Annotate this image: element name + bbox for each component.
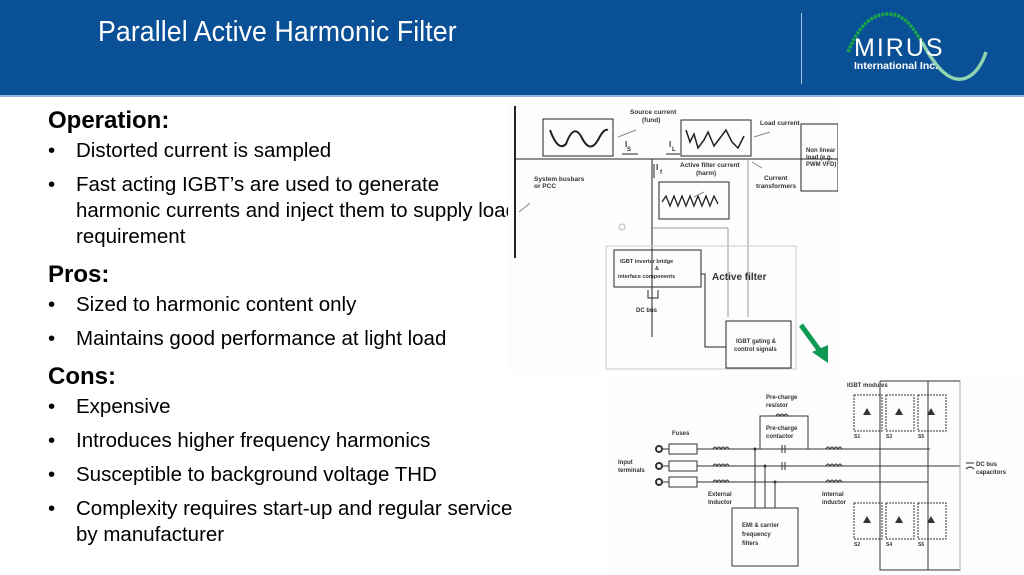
bullet-item: Susceptible to background voltage THD (48, 462, 518, 488)
section-cons: Cons: Expensive Introduces higher freque… (48, 360, 518, 548)
label-il: I (669, 140, 671, 149)
section-heading: Pros: (48, 261, 110, 288)
label-harm: (harm) (696, 170, 716, 177)
label-active-filter: Active filter (712, 272, 767, 283)
label-switch: S1 (854, 434, 860, 440)
bullet-item: Complexity requires start-up and regular… (48, 496, 518, 548)
label-precharge-resistor-2: resistor (766, 403, 789, 409)
label-switch: S5 (918, 434, 924, 440)
label-igbt-bridge-2: & (655, 266, 659, 272)
label-emi-filters-3: filters (742, 541, 759, 547)
label-load-current: Load current (760, 120, 801, 127)
logo-wordmark: MIRUS (854, 34, 945, 62)
slide-body-text: Operation: Distorted current is sampled … (48, 104, 518, 556)
section-heading: Operation: (48, 107, 170, 134)
label-precharge-contactor: Pre-charge (766, 426, 798, 432)
label-nonlinear-load-2: load (e.g. (806, 155, 833, 161)
label-dc-bus-capacitors: DC bus (976, 462, 998, 468)
mirus-logo: MIRUS International Inc. (840, 8, 1000, 88)
label-control-signals: control signals (734, 347, 777, 353)
section-operation: Operation: Distorted current is sampled … (48, 104, 518, 250)
logo-subtitle: International Inc. (854, 60, 939, 72)
section-heading: Cons: (48, 363, 116, 390)
label-is-sub: S (627, 147, 631, 153)
label-input-terminals: Input (618, 460, 633, 466)
label-internal-inductor: Internal (822, 492, 844, 498)
label-external-inductor: External (708, 492, 732, 498)
label-emi-filters: EMI & carrier (742, 523, 780, 529)
label-il-sub: L (672, 147, 676, 153)
label-emi-filters-2: frequency (742, 532, 771, 538)
slide-title: Parallel Active Harmonic Filter (98, 16, 457, 48)
label-precharge-resistor: Pre-charge (766, 395, 798, 401)
label-current-transformers: Current (764, 175, 788, 182)
label-active-filter-current: Active filter current (680, 162, 740, 169)
label-input-terminals-2: terminals (618, 468, 645, 474)
bullet-item: Distorted current is sampled (48, 138, 518, 164)
label-external-inductor-2: Inductor (708, 500, 733, 506)
bullet-item: Expensive (48, 394, 518, 420)
down-right-arrow-icon (798, 323, 828, 363)
label-nonlinear-load: Non linear (806, 148, 836, 154)
label-dc-bus: DC bus (636, 308, 658, 314)
bullet-item: Maintains good performance at light load (48, 326, 518, 352)
label-dc-bus-capacitors-2: capacitors (976, 470, 1007, 476)
label-system-busbars: System busbars (534, 176, 585, 183)
bullet-item: Sized to harmonic content only (48, 292, 518, 318)
label-or-pcc: or PCC (534, 183, 556, 190)
label-is: I (625, 140, 627, 149)
label-transformers: transformers (756, 183, 796, 190)
section-pros: Pros: Sized to harmonic content only Mai… (48, 258, 518, 352)
bullet-item: Introduces higher frequency harmonics (48, 428, 518, 454)
label-fuses: Fuses (672, 431, 690, 437)
active-filter-block-diagram: Source current (fund) Load current I S I… (508, 102, 838, 372)
label-switch: S3 (886, 434, 892, 440)
slide-header: Parallel Active Harmonic Filter MIRUS In… (0, 0, 1024, 97)
label-precharge-contactor-2: contactor (766, 434, 794, 440)
bullet-item: Fast acting IGBT’s are used to generate … (48, 172, 518, 250)
label-internal-inductor-2: inductor (822, 500, 847, 506)
label-switch: S2 (854, 542, 860, 548)
label-if-sub: f (660, 170, 663, 176)
label-switch: S4 (886, 542, 892, 548)
label-source-current: Source current (630, 109, 677, 116)
label-igbt-bridge-3: interface components (618, 274, 675, 280)
label-switch: S6 (918, 542, 924, 548)
label-igbt-modules: IGBT modules (847, 383, 888, 389)
logo-wave-icon (846, 12, 988, 81)
label-igbt-gating: IGBT gating & (736, 339, 777, 345)
igbt-inverter-schematic: IGBT modules Pre-charge resistor Pre-cha… (610, 375, 1024, 575)
label-igbt-bridge: IGBT inverter bridge (620, 259, 673, 265)
header-divider (801, 13, 802, 84)
label-if: I (656, 163, 658, 172)
label-nonlinear-load-3: PWM VFD) (806, 162, 836, 168)
label-fund: (fund) (642, 117, 660, 124)
